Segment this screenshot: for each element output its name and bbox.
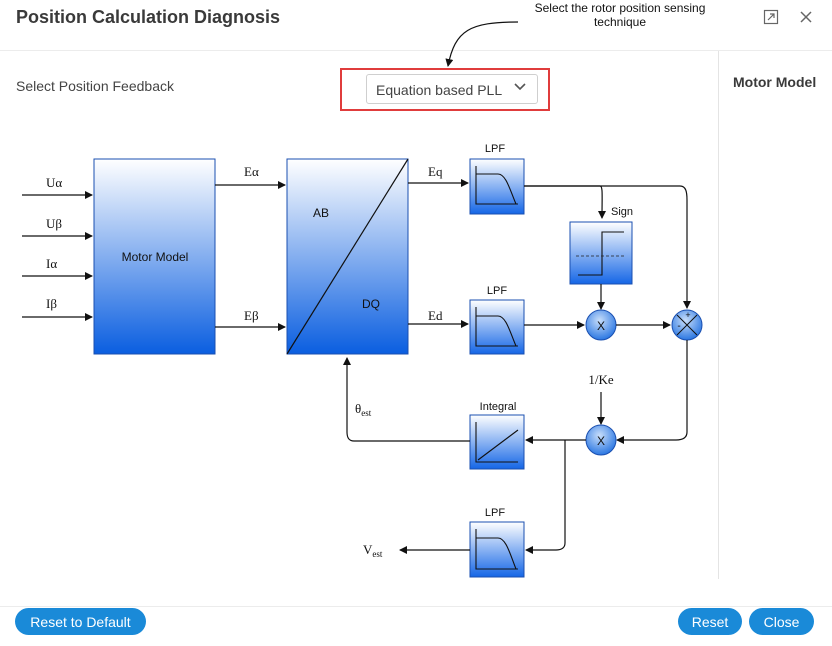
v-est-subscript: est — [372, 549, 382, 559]
svg-text:θest: θest — [355, 401, 372, 418]
position-feedback-label: Select Position Feedback — [16, 78, 174, 94]
sign-step-curve — [578, 231, 624, 276]
motor-model-block-label: Motor Model — [122, 250, 189, 264]
integral-ramp-curve — [475, 422, 519, 463]
reset-to-default-button[interactable]: Reset to Default — [15, 608, 146, 635]
inv-ke-label: 1/Ke — [588, 372, 614, 387]
e-beta-label: Eβ — [244, 308, 259, 323]
close-icon[interactable] — [795, 6, 817, 28]
multiplier-node-2-label: X — [597, 434, 605, 448]
transform-ab-label: AB — [313, 206, 329, 220]
dropdown-selected-value: Equation based PLL — [376, 82, 503, 98]
lpf-top-curve — [475, 166, 518, 205]
lpf-top-label: LPF — [485, 143, 505, 155]
lpf-to-sum-line — [524, 185, 691, 309]
input-label-u-alpha: Uα — [46, 175, 62, 190]
annotation-text: Select the rotor position sensing techni… — [520, 1, 720, 29]
close-button[interactable]: Close — [749, 608, 814, 635]
lpf-to-sign-line — [524, 185, 607, 219]
annotation-arrow — [445, 21, 519, 67]
lpf-mid-label: LPF — [487, 285, 507, 297]
multiplier-node-1-label: X — [597, 319, 605, 333]
annotation-line-1: Select the rotor position sensing — [534, 1, 706, 15]
input-label-i-beta: Iβ — [46, 296, 57, 311]
input-label-u-beta: Uβ — [46, 216, 62, 231]
theta-feedback-line — [343, 357, 470, 442]
input-label-i-alpha: Iα — [46, 256, 57, 271]
lpf-bottom-label: LPF — [485, 507, 505, 519]
transform-dq-label: DQ — [362, 297, 380, 311]
ed-label: Ed — [428, 308, 443, 323]
dialog-title: Position Calculation Diagnosis — [16, 7, 281, 27]
eq-label: Eq — [428, 164, 443, 179]
v-est-label: V — [363, 542, 373, 557]
sidebar-divider — [718, 51, 719, 579]
lpf-top-block — [469, 158, 525, 215]
lpf-mid-curve — [475, 307, 518, 347]
reset-button[interactable]: Reset — [678, 608, 742, 635]
e-alpha-label: Eα — [244, 164, 259, 179]
transform-diagonal — [286, 158, 409, 355]
sum-to-mult2-line — [616, 340, 688, 444]
theta-subscript: est — [361, 408, 371, 418]
theta-label: θ — [355, 401, 361, 416]
lpf-bottom-curve — [475, 529, 518, 570]
summing-minus-sign: - — [677, 321, 680, 332]
summing-node-cross — [676, 314, 698, 336]
header-divider — [0, 50, 832, 51]
annotation-line-2: technique — [593, 15, 647, 29]
sign-label: Sign — [611, 206, 633, 218]
sidebar-title: Motor Model — [733, 74, 817, 90]
branch-to-lpf-bottom-line — [525, 440, 566, 554]
position-feedback-dropdown[interactable]: Equation based PLL — [366, 74, 538, 104]
summing-plus-sign: + — [685, 310, 690, 320]
integral-label: Integral — [480, 401, 517, 413]
expand-icon[interactable] — [760, 6, 782, 28]
motor-model-block — [93, 158, 216, 355]
chevron-down-icon — [513, 80, 527, 99]
svg-text:Vest: Vest — [363, 542, 383, 559]
integral-block — [469, 414, 525, 470]
footer-divider — [0, 606, 832, 607]
